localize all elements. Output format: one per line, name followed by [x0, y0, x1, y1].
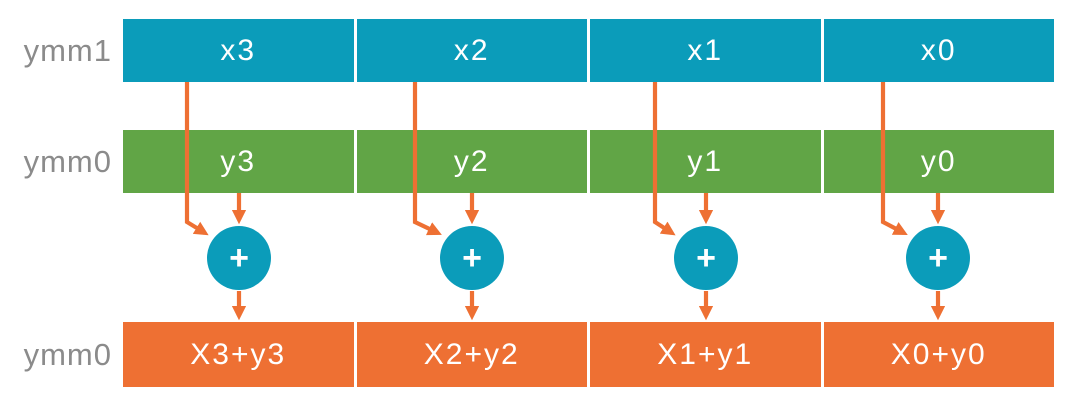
- register-label-ymm0-result: ymm0: [23, 337, 112, 372]
- ymm0-cell-y3: y3: [123, 130, 354, 193]
- adder-circle-1: +: [674, 226, 738, 290]
- ymm1-cell-x3: x3: [123, 19, 354, 82]
- adder-circle-0: +: [906, 226, 970, 290]
- register-label-ymm1: ymm1: [23, 33, 112, 68]
- plus-icon: +: [696, 238, 716, 277]
- result-cell-3: X3+y3: [123, 322, 354, 387]
- ymm0-cell-y0: y0: [823, 130, 1054, 193]
- ymm0-cell-y1: y1: [590, 130, 821, 193]
- plus-icon: +: [928, 238, 948, 277]
- adder-circle-3: +: [207, 226, 271, 290]
- register-bar-ymm0-result: X3+y3 X2+y2 X1+y1 X0+y0: [123, 322, 1054, 387]
- ymm1-cell-x1: x1: [590, 19, 821, 82]
- result-cell-1: X1+y1: [590, 322, 821, 387]
- plus-icon: +: [229, 238, 249, 277]
- register-label-ymm0-source: ymm0: [23, 144, 112, 179]
- plus-icon: +: [462, 238, 482, 277]
- result-cell-2: X2+y2: [356, 322, 587, 387]
- ymm1-cell-x0: x0: [823, 19, 1054, 82]
- result-cell-0: X0+y0: [823, 322, 1054, 387]
- ymm1-cell-x2: x2: [356, 19, 587, 82]
- ymm0-cell-y2: y2: [356, 130, 587, 193]
- adder-circle-2: +: [440, 226, 504, 290]
- register-bar-ymm0-source: y3 y2 y1 y0: [123, 130, 1054, 193]
- register-bar-ymm1: x3 x2 x1 x0: [123, 19, 1054, 82]
